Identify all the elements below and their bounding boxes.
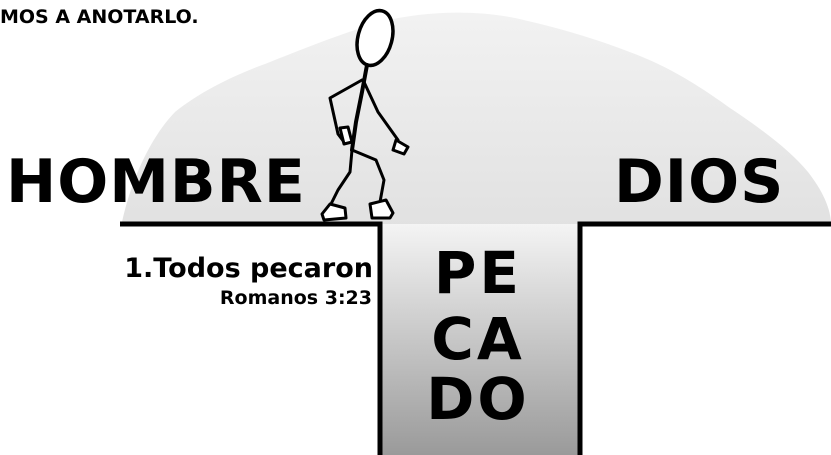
right-cliff-edge <box>577 221 831 455</box>
pecado-line-3: DO <box>426 365 530 433</box>
sin-pit <box>380 224 580 455</box>
point-1-reference: Romanos 3:23 <box>219 287 372 309</box>
point-1-title: 1.Todos pecaron <box>124 253 373 284</box>
pecado-line-2: CA <box>431 305 525 373</box>
stick-figure-walking <box>320 8 410 222</box>
left-cliff-edge <box>120 221 383 455</box>
top-caption: MOS A ANOTARLO. <box>0 6 199 28</box>
pecado-line-1: PE <box>433 239 523 307</box>
label-dios: DIOS <box>614 147 785 217</box>
label-hombre: HOMBRE <box>6 147 306 217</box>
